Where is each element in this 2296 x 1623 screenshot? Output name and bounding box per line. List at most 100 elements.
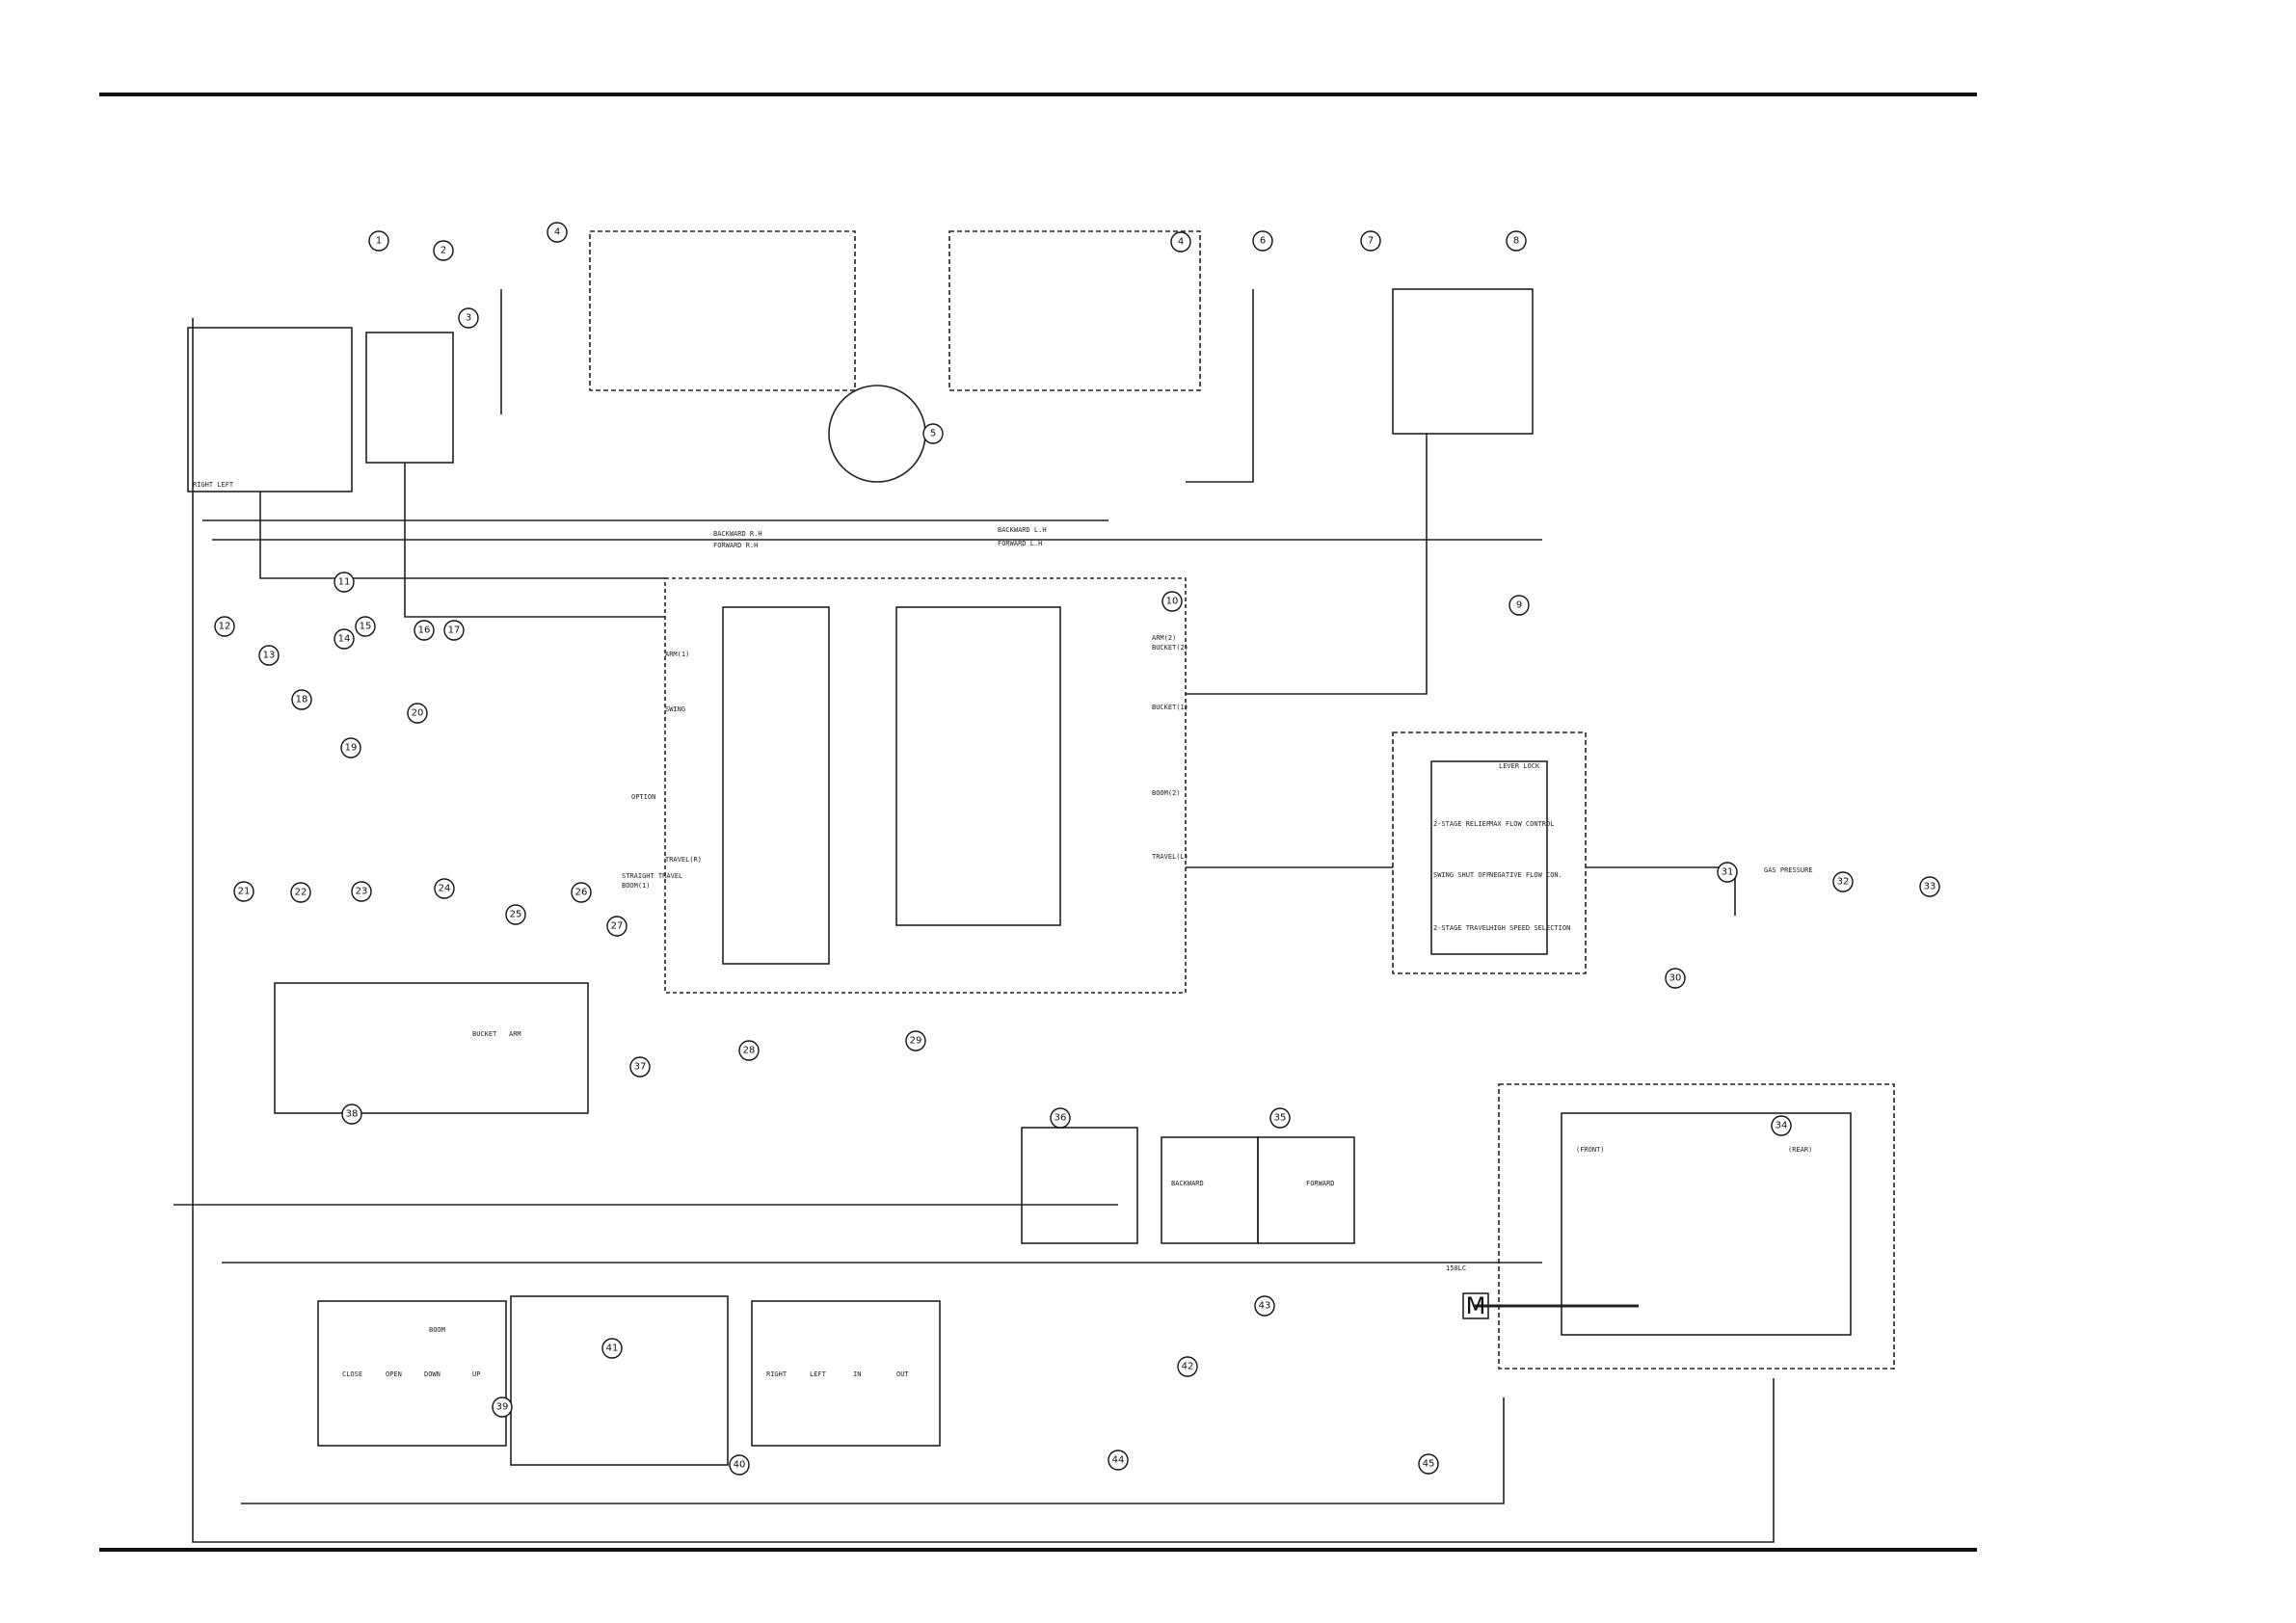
callout-circle (738, 1040, 760, 1061)
callout-circle (1108, 1450, 1129, 1471)
callout-circle (1252, 230, 1273, 252)
callout-6: 6 (1252, 230, 1273, 252)
label-option: OPTION (631, 793, 655, 801)
callout-circle (290, 882, 311, 903)
bottom-rule (99, 1548, 1977, 1552)
callout-number: 45 (1423, 1459, 1435, 1470)
callout-3: 3 (458, 307, 479, 329)
callout-circle (1717, 862, 1738, 883)
solenoid-valve-inner (1430, 760, 1548, 955)
callout-16: 16 (414, 620, 435, 641)
callout-35: 35 (1269, 1107, 1291, 1129)
callout-circle (351, 881, 372, 902)
callout-circle (258, 645, 280, 666)
callout-7: 7 (1360, 230, 1381, 252)
label-swing: SWING (665, 705, 685, 713)
callout-8: 8 (1506, 230, 1527, 252)
callout-5: 5 (922, 423, 944, 444)
callout-41: 41 (601, 1338, 623, 1359)
label-right-left: RIGHT LEFT (193, 481, 234, 489)
label-model: 150LC (1446, 1264, 1466, 1272)
travel-motor-block (187, 327, 353, 492)
pilot-distribution-block (274, 982, 589, 1114)
relief-valve-block (365, 332, 454, 464)
label-boom1: BOOM(1) (622, 882, 651, 890)
engine-motor-label: M (1466, 1292, 1486, 1319)
left-travel-motor-frame (589, 230, 856, 391)
callout-21: 21 (233, 881, 254, 902)
callout-circle (1665, 968, 1686, 989)
callout-number: 9 (1516, 600, 1522, 611)
callout-11: 11 (334, 572, 355, 593)
callout-13: 13 (258, 645, 280, 666)
callout-number: 37 (634, 1062, 647, 1073)
callout-circle (434, 878, 455, 899)
label-max-flow: MAX FLOW CONTROL (1489, 820, 1554, 828)
callout-29: 29 (905, 1030, 926, 1051)
callout-circle (1506, 230, 1527, 252)
callout-28: 28 (738, 1040, 760, 1061)
label-arm: ARM (509, 1030, 521, 1038)
travel-pedal-left-frame (1257, 1136, 1355, 1244)
callout-1: 1 (368, 230, 389, 252)
label-arm1: ARM(1) (665, 651, 689, 658)
callout-circle (922, 423, 944, 444)
callout-number: 21 (238, 887, 251, 897)
callout-circle (341, 1104, 362, 1125)
callout-27: 27 (606, 916, 627, 937)
label-forward: FORWARD (1306, 1180, 1335, 1187)
callout-number: 8 (1513, 236, 1519, 247)
callout-number: 42 (1182, 1362, 1194, 1372)
callout-circle (334, 572, 355, 593)
label-backward: BACKWARD (1171, 1180, 1204, 1187)
callout-39: 39 (492, 1397, 513, 1418)
callout-number: 24 (439, 884, 451, 894)
label-backward-lh: BACKWARD L.H (998, 526, 1047, 534)
callout-number: 31 (1722, 867, 1734, 878)
label-travel-r: TRAVEL(R) (665, 856, 702, 864)
callout-number: 36 (1055, 1113, 1067, 1124)
label-front: (FRONT) (1576, 1146, 1605, 1154)
label-left: LEFT (810, 1370, 827, 1378)
label-lever-lock: LEVER LOCK (1499, 762, 1540, 770)
callout-number: 4 (1178, 237, 1184, 248)
callout-circle (1254, 1295, 1275, 1317)
left-joystick-frame (751, 1300, 941, 1447)
cylinder-group-frame (1392, 288, 1534, 435)
label-backward-rh: BACKWARD R.H (713, 530, 762, 538)
callout-number: 33 (1924, 882, 1936, 892)
callout-number: 13 (263, 651, 276, 661)
callout-circle (1177, 1356, 1198, 1377)
pump-assembly-inner (1561, 1112, 1852, 1336)
callout-number: 26 (575, 888, 588, 898)
callout-number: 16 (418, 625, 431, 636)
label-bucket: BUCKET (472, 1030, 497, 1038)
callout-36: 36 (1050, 1107, 1071, 1129)
callout-38: 38 (341, 1104, 362, 1125)
solenoid-valve-block (1392, 732, 1587, 974)
label-rear: (REAR) (1788, 1146, 1812, 1154)
callout-number: 4 (554, 227, 560, 238)
callout-circle (729, 1454, 750, 1476)
label-swing-shut-off: SWING SHUT OFF (1433, 871, 1490, 879)
callout-circle (606, 916, 627, 937)
callout-circle (1919, 876, 1940, 897)
callout-circle (1050, 1107, 1071, 1129)
callout-22: 22 (290, 882, 311, 903)
callout-circle (1170, 231, 1191, 253)
callout-31: 31 (1717, 862, 1738, 883)
label-bucket2: BUCKET(2) (1152, 644, 1188, 652)
label-travel-l: TRAVEL(L) (1152, 853, 1188, 861)
callout-number: 11 (338, 577, 351, 588)
callout-number: 2 (441, 246, 446, 256)
swivel-joint (828, 385, 926, 483)
callout-circle (547, 222, 568, 243)
top-rule (99, 93, 1977, 96)
right-travel-motor-frame (948, 230, 1201, 391)
callout-number: 3 (466, 313, 471, 324)
callout-33: 33 (1919, 876, 1940, 897)
callout-number: 18 (296, 695, 308, 705)
callout-circle (1771, 1115, 1792, 1136)
